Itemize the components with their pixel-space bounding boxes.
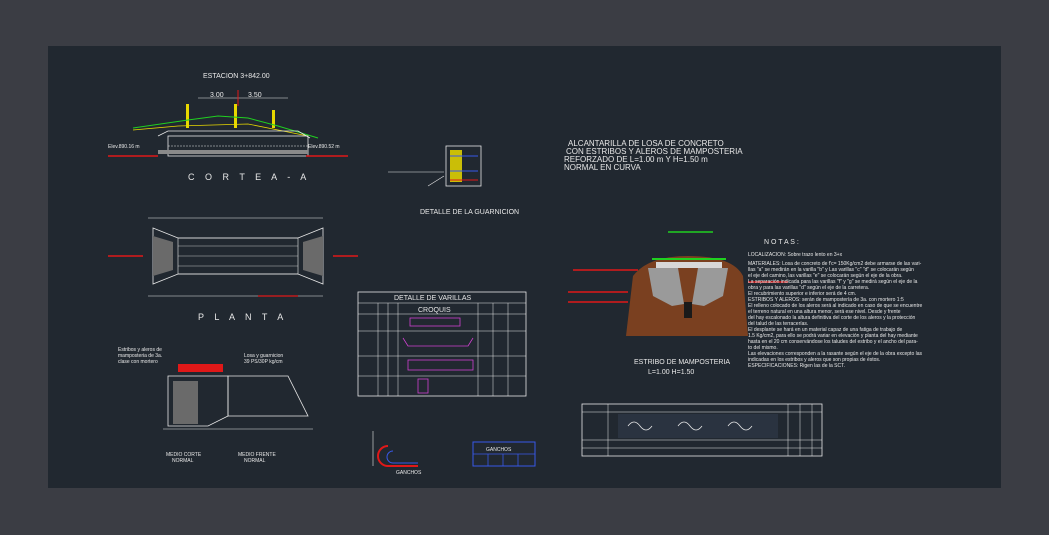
guarnicion-title: DETALLE DE LA GUARNICION (420, 209, 519, 216)
medio-corte-outline (167, 375, 229, 427)
wingwall-left (153, 236, 173, 276)
bar-sketch (417, 378, 429, 394)
planta-title: P L A N T A (198, 312, 287, 322)
station-label: ESTACION 3+842.00 (203, 73, 270, 80)
notas-title: N O T A S : (764, 239, 799, 246)
bar-schedule-table (581, 403, 823, 457)
corte-title: C O R T E A - A (188, 172, 310, 182)
nota-line: MATERIALES: Losa de concreto de f'c= 150… (748, 261, 922, 267)
medio-corte-frente: Estribos y aleros de mamposteria de 3a. … (118, 347, 313, 464)
ganchos-table-title: GANCHOS (486, 447, 512, 453)
medio-frente-sub: NORMAL (244, 458, 266, 464)
estribos-note-3: clase con mortero (118, 359, 158, 365)
yellow-profile (132, 123, 309, 137)
yellow-post (186, 104, 189, 128)
guarnicion-detail: DETALLE DE LA GUARNICION (388, 145, 519, 216)
dim-right: 3.50 (248, 92, 262, 99)
nota-line: 1.5 Kg/cm2, para ello se podrá variar en… (748, 333, 918, 339)
green-road-line (652, 258, 726, 260)
yellow-post (272, 110, 275, 128)
green-profile (132, 115, 319, 139)
nota-line: indicadas en los estribos y aleros que s… (748, 357, 880, 363)
main-title-block: ALCANTARILLA DE LOSA DE CONCRETO CON EST… (564, 139, 743, 172)
medio-frente-outline (227, 375, 309, 417)
cad-drawing: ESTACION 3+842.00 3.00 3.50 Elev.890.16 … (108, 73, 923, 476)
red-guarnicion-block (178, 364, 223, 372)
nota-line: El recubrimiento superior e inferior ser… (748, 291, 856, 297)
nota-line: llas "a" se medirán en la varilla "b" y … (748, 267, 914, 273)
main-title-line-4: NORMAL EN CURVA (564, 163, 641, 172)
nota-line: del hay escalonado la altura definitiva … (748, 315, 916, 321)
elev-right-label: Elev.890.52 m (308, 144, 340, 150)
estribos-note-1: Estribos y aleros de (118, 347, 162, 353)
varillas-title: DETALLE DE VARILLAS (394, 295, 471, 302)
main-title-line-3: REFORZADO DE L=1.00 m Y H=1.50 m (564, 155, 708, 164)
nota-line: el terreno natural en una altura menor, … (748, 309, 901, 315)
bar-sketch (402, 337, 474, 347)
corte-a-a-section: ESTACION 3+842.00 3.00 3.50 Elev.890.16 … (108, 73, 348, 182)
nota-line: ESTRIBOS Y ALEROS: serán de mampostería … (748, 297, 904, 303)
planta-view: P L A N T A (108, 217, 358, 322)
medio-corte-sub: NORMAL (172, 458, 194, 464)
notas-block: N O T A S : LOCALIZACION: Sobre trazo le… (748, 239, 923, 369)
nota-line: hasta en el 20 cm conservándose los talu… (748, 339, 918, 345)
nota-line: el eje del camino, las varillas "e" se c… (748, 273, 902, 279)
yellow-post (234, 104, 237, 128)
croquis-label: CROQUIS (418, 307, 451, 314)
estribo-section: ESTRIBO DE MAMPOSTERIA L=1.00 H=1.50 (568, 231, 788, 376)
medio-corte-title: MEDIO CORTE (166, 452, 202, 458)
nota-line: Las elevaciones corresponden a la rasant… (748, 351, 923, 357)
nota-line: to del mismo. (748, 345, 778, 351)
abutment-right (692, 268, 728, 306)
ganchos-label: GANCHOS (396, 470, 422, 476)
nota-line: del talud de las terracerías. (748, 321, 808, 327)
estribos-note-2: mamposteria de 3a. (118, 353, 162, 359)
drawing-sheet: ESTACION 3+842.00 3.00 3.50 Elev.890.16 … (48, 46, 1001, 488)
ganchos-detail: GANCHOS GANCHOS (372, 431, 536, 476)
main-title-line-2: CON ESTRIBOS Y ALEROS DE MAMPOSTERIA (566, 147, 743, 156)
abutment-left (648, 268, 684, 306)
estribo-title: ESTRIBO DE MAMPOSTERIA (634, 359, 730, 366)
estribo-dims: L=1.00 H=1.50 (648, 369, 694, 376)
losa-note-1: Losa y guarnicion (244, 353, 283, 359)
varillas-table: DETALLE DE VARILLAS CROQUIS (357, 291, 527, 397)
bar-sketch (409, 317, 461, 327)
culvert-floor (158, 150, 308, 154)
nota-line: El desplante se hará en un material capa… (748, 327, 902, 333)
main-title-line-1: ALCANTARILLA DE LOSA DE CONCRETO (568, 139, 724, 148)
wingwall-right (303, 236, 323, 276)
slab (656, 262, 722, 268)
channel (684, 302, 692, 318)
abutment-hatch (173, 381, 198, 424)
medio-frente-title: MEDIO FRENTE (238, 452, 276, 458)
hook-red (377, 445, 418, 467)
guarnicion-fill (450, 150, 462, 182)
nota-line: El relleno colocado de los aleros será a… (748, 303, 922, 309)
bar-sketch (407, 359, 474, 371)
nota-line: ESPECIFICACIONES: Rigen las de la SCT. (748, 363, 845, 369)
nota-line: La separación indicada para las varillas… (748, 279, 918, 285)
dim-left: 3.00 (210, 92, 224, 99)
losa-note-2: 39 PS/30P kg/cm (244, 359, 283, 365)
nota-line: LOCALIZACION: Sobre trazo lento en 3+x (748, 252, 843, 258)
hook-blue (386, 450, 418, 464)
elev-left-label: Elev.890.16 m (108, 144, 140, 150)
nota-line: obra y para las varillas "d" según el ej… (748, 285, 869, 291)
guarnicion-outline (445, 145, 482, 187)
schedule-sketch-area (618, 414, 778, 438)
